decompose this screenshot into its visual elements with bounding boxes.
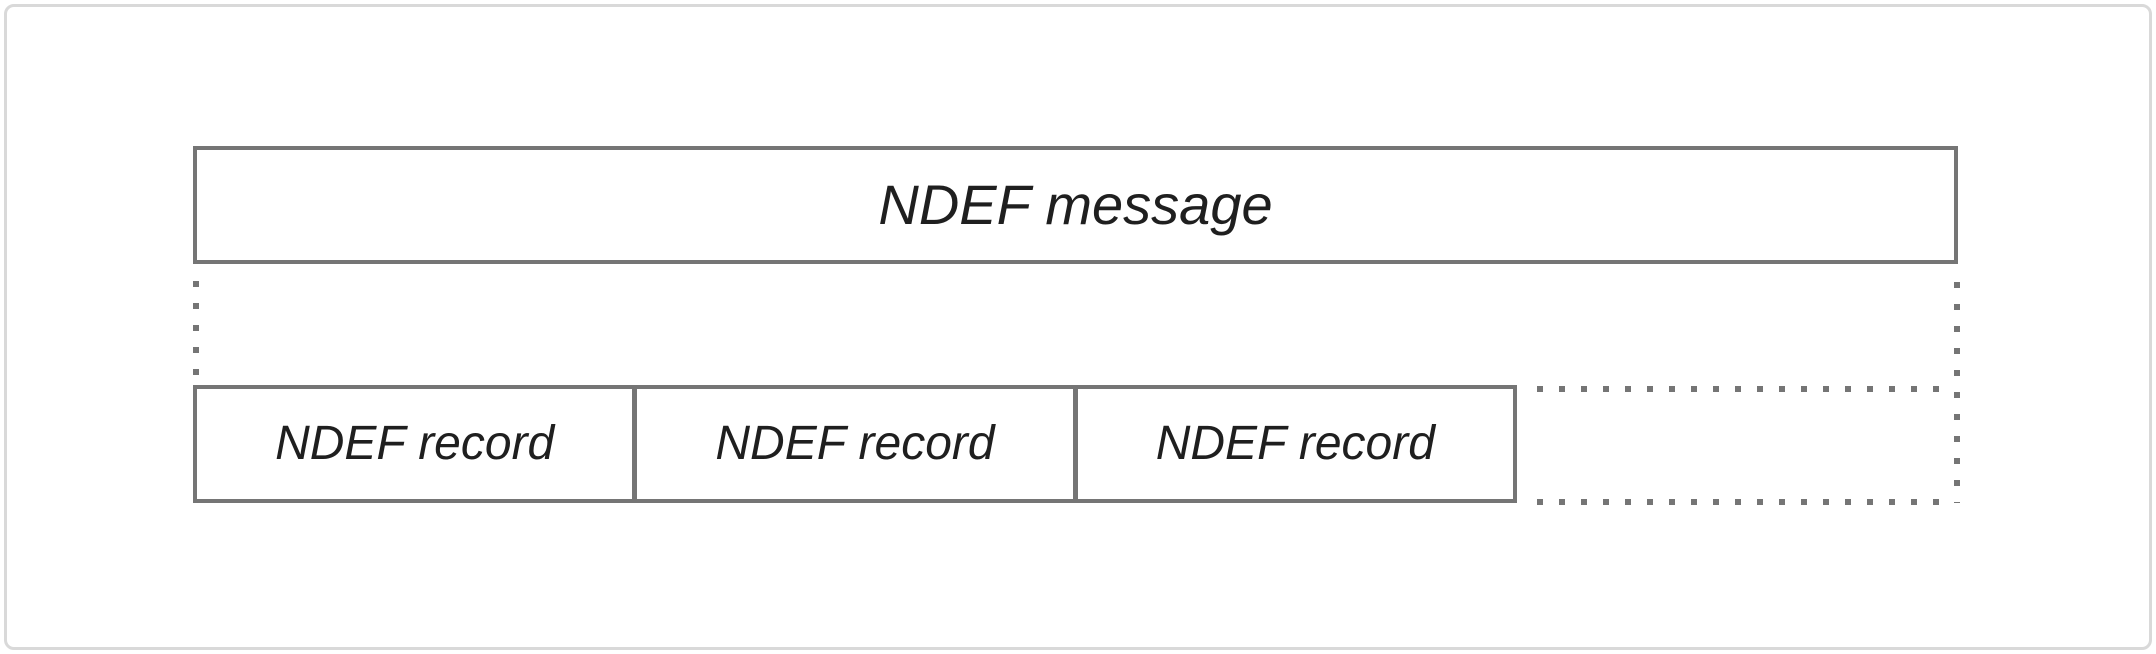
- dotted-line-top-horizontal: [1537, 386, 1951, 392]
- dotted-line-right-vertical: [1954, 282, 1960, 503]
- ndef-record-label-2: NDEF record: [715, 417, 995, 470]
- screenshot-frame: [4, 4, 2152, 650]
- ndef-record-box-2: NDEF record: [632, 389, 1072, 499]
- ndef-record-label-1: NDEF record: [275, 417, 555, 470]
- ndef-record-label-3: NDEF record: [1155, 417, 1435, 470]
- dotted-line-left-vertical: [193, 281, 199, 381]
- ndef-message-box: NDEF message: [193, 146, 1958, 264]
- ndef-message-label: NDEF message: [878, 173, 1273, 236]
- ndef-record-box-3: NDEF record: [1072, 389, 1513, 499]
- ndef-record-row: NDEF record NDEF record NDEF record: [193, 385, 1517, 503]
- dotted-line-bottom-horizontal: [1537, 499, 1951, 505]
- ndef-record-box-1: NDEF record: [197, 389, 632, 499]
